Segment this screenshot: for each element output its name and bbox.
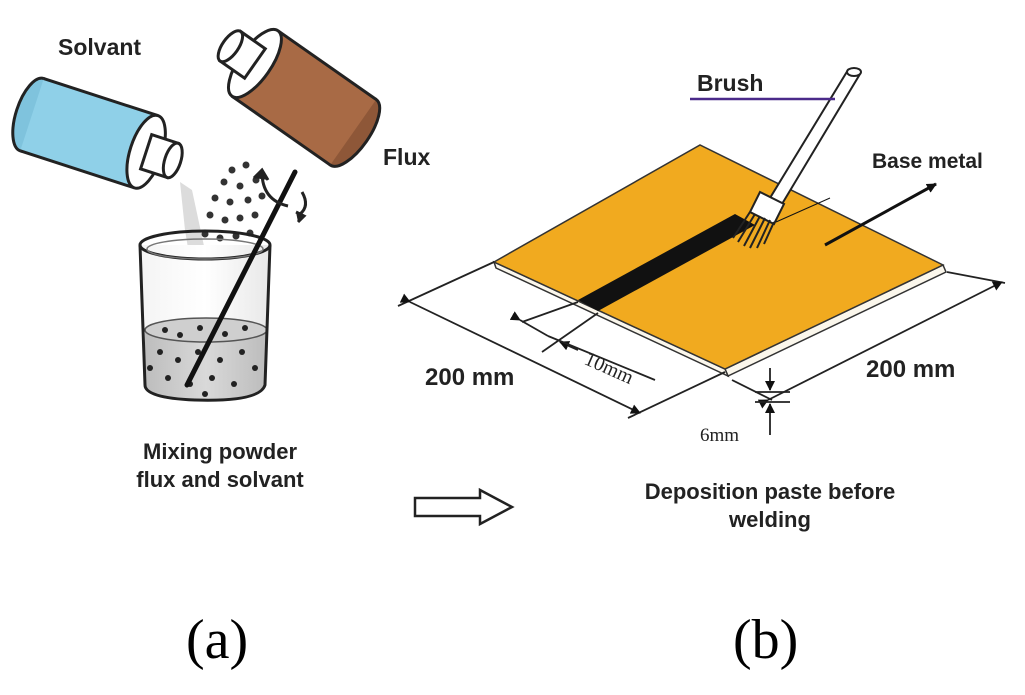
dim-right-label: 200 mm (866, 356, 956, 383)
caption-b: Deposition paste before welding (600, 478, 940, 534)
right-arrow-icon (413, 487, 515, 527)
base-metal-arrow (824, 182, 937, 247)
brush (732, 67, 862, 249)
dim-thickness-label: 6mm (700, 425, 740, 446)
panel-label-b: (b) (733, 609, 799, 671)
dim-left-label: 200 mm (425, 364, 515, 391)
flux-label: Flux (383, 144, 431, 170)
caption-a-line1: Mixing powder (143, 439, 297, 464)
rotation-arrow-icon (252, 167, 307, 224)
caption-b-line1: Deposition paste before (644, 479, 896, 504)
paste-groove (578, 214, 755, 311)
panel-label-a: (a) (186, 609, 249, 671)
dimension-right-200mm (731, 271, 1006, 409)
caption-a-line2: flux and solvant (136, 467, 304, 492)
base-metal-label: Base metal (872, 150, 983, 173)
dimension-left-200mm (397, 261, 726, 419)
stirring-rod (184, 169, 298, 388)
solvent-bottle (11, 76, 184, 190)
caption-a: Mixing powder flux and solvant (100, 438, 340, 494)
solvent-label: Solvant (58, 34, 142, 60)
flux-bottle (216, 27, 382, 168)
dimension-groove-10mm (509, 301, 656, 381)
brush-label: Brush (697, 70, 764, 96)
dimension-thickness-6mm (755, 368, 790, 435)
caption-b-line2: welding (729, 507, 811, 532)
